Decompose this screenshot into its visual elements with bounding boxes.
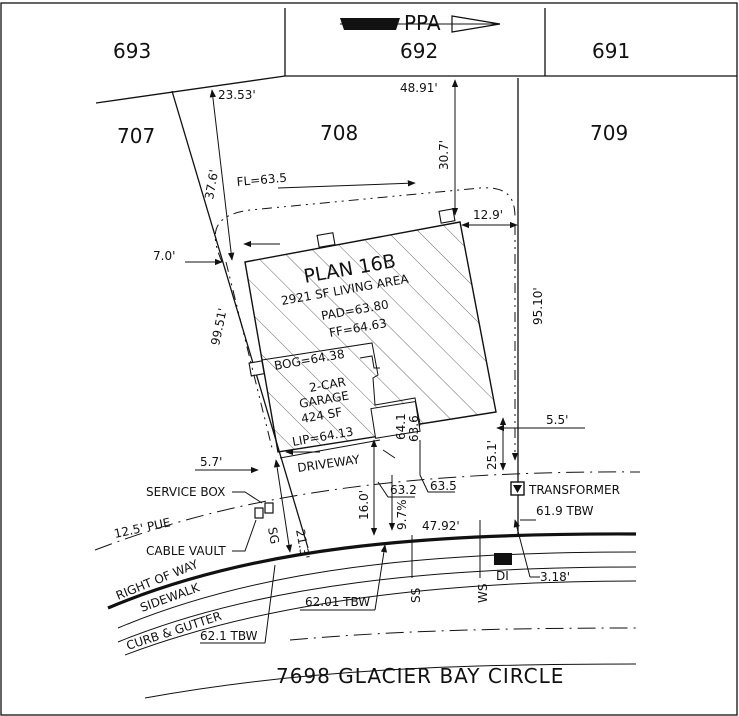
cable-vault-label: CABLE VAULT	[146, 544, 226, 558]
elev-63-5: 63.5	[430, 479, 457, 493]
street-lines	[107, 532, 637, 699]
drain-inlet: DI	[494, 553, 512, 583]
leader-lines	[200, 519, 540, 644]
elev-63-2: 63.2	[390, 483, 417, 497]
dim-tbw-left: 62.1 TBW	[200, 629, 258, 643]
lot-709: 709	[590, 121, 628, 145]
dim-left-rear-setback: 37.6'	[202, 169, 221, 201]
north-arrow: PPA	[340, 11, 501, 35]
dim-tbw-right: 61.9 TBW	[536, 504, 594, 518]
elev-63-6: 63.6	[407, 415, 421, 442]
garage-line1: 2-CAR	[308, 375, 347, 395]
dimension-lines	[185, 79, 585, 553]
di-label: DI	[496, 569, 509, 583]
flow-line: FL=63.5	[214, 171, 516, 263]
dim-rear-left: 23.53'	[218, 88, 256, 102]
utility-boxes: SERVICE BOX CABLE VAULT SG	[146, 485, 282, 558]
lot-693: 693	[113, 39, 151, 63]
dim-left-depth: 99.51'	[208, 307, 230, 347]
transformer: TRANSFORMER	[510, 481, 620, 497]
dim-right-depth: 95.10'	[531, 287, 545, 325]
street-name: 7698 GLACIER BAY CIRCLE	[276, 664, 564, 688]
dim-side-right: 12.9'	[473, 208, 503, 222]
dim-right-front: 25.1'	[485, 440, 499, 470]
dim-rear-right: 48.91'	[400, 81, 438, 95]
lot-707: 707	[117, 124, 155, 148]
dim-right-setback: 5.5'	[546, 413, 568, 427]
building-footprint	[244, 208, 497, 453]
dim-di-offset: 3.18'	[540, 570, 570, 584]
ws-label: WS	[476, 584, 490, 603]
dim-slope: 9.7%	[395, 500, 409, 531]
transformer-label: TRANSFORMER	[528, 483, 620, 497]
pue-label: 12.5' PUE	[113, 515, 172, 541]
rear-lots	[95, 8, 737, 104]
service-box-label: SERVICE BOX	[146, 485, 225, 499]
lot-708: 708	[320, 121, 358, 145]
driveway-label: DRIVEWAY	[296, 452, 361, 475]
dim-rear-setback: 30.7'	[437, 140, 451, 170]
utility-lines: SS WS	[409, 520, 490, 603]
dim-tbw-center: 62.01 TBW	[305, 595, 370, 609]
dim-side-left: 7.0'	[153, 249, 175, 263]
fl-elevation: FL=63.5	[236, 171, 287, 189]
elev-64-1: 64.1	[394, 413, 408, 440]
dim-left-front: 5.7'	[200, 455, 222, 469]
north-arrow-label: PPA	[404, 11, 441, 35]
dim-frontage: 47.92'	[422, 519, 460, 533]
lot-692: 692	[400, 39, 438, 63]
dim-front-setback: 16.0'	[357, 490, 371, 520]
sg-label: SG	[265, 526, 282, 545]
lot-691: 691	[592, 39, 630, 63]
ss-label: SS	[409, 588, 423, 603]
